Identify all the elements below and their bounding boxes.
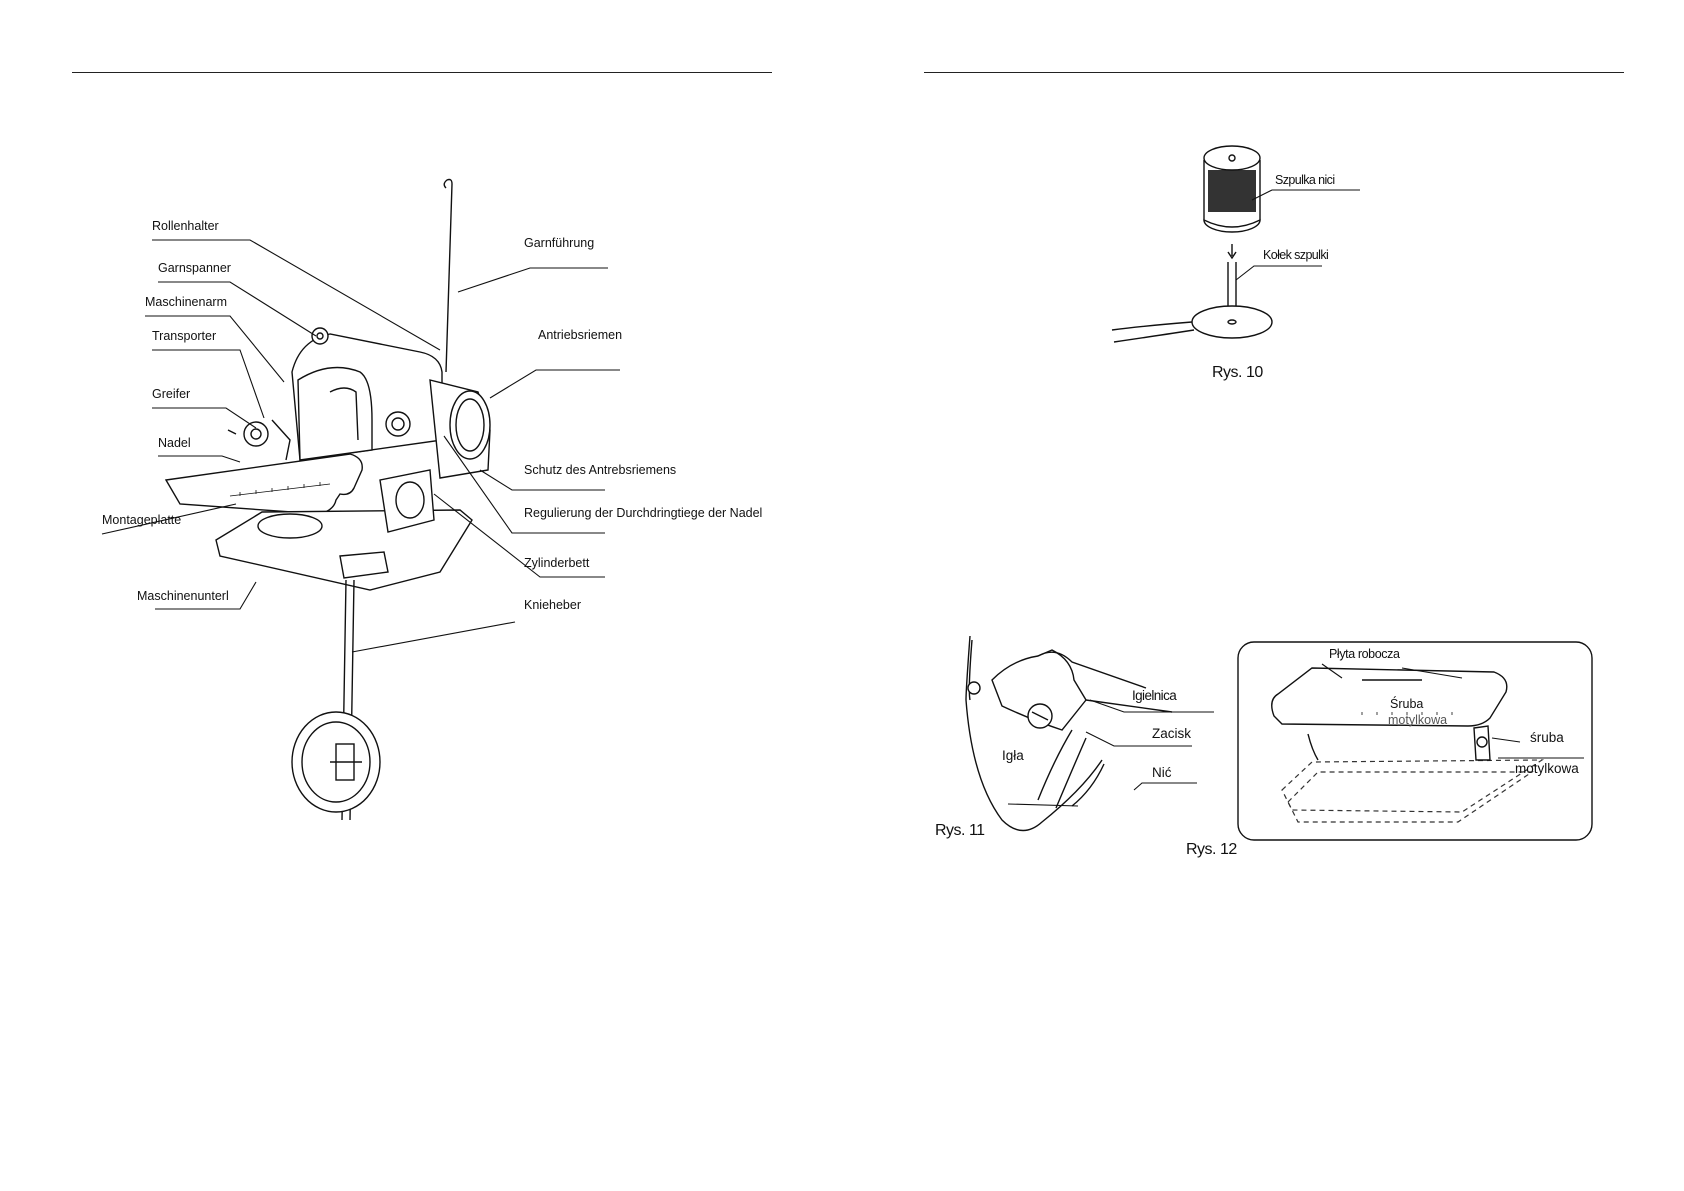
right-page: Szpulka nici Kołek szpulki Rys. 10 Igiel… — [842, 0, 1684, 1191]
label-kolek-szpulki: Kołek szpulki — [1263, 248, 1329, 262]
spool-diagram-fig10 — [1111, 145, 1360, 343]
fig10-leader-lines — [1235, 189, 1360, 281]
leader-lines — [101, 239, 620, 653]
work-plate-diagram-fig12 — [1237, 641, 1593, 841]
left-page: Rollenhalter Garnspanner Maschinenarm Tr… — [72, 72, 772, 821]
fig12-frame — [1237, 641, 1593, 841]
label-nadel: Nadel — [158, 436, 191, 450]
label-rollenhalter: Rollenhalter — [152, 219, 219, 233]
label-sruba-inner-1: Śruba — [1390, 697, 1424, 711]
label-nic: Nić — [1152, 765, 1172, 780]
header-rule-right — [924, 72, 1624, 73]
caption-rys-10: Rys. 10 — [1212, 364, 1263, 381]
label-sruba-inner-2: motylkowa — [1388, 713, 1448, 727]
work-plate-drawing — [1271, 667, 1545, 823]
label-montageplatte: Montageplatte — [102, 513, 182, 527]
label-regulierung: Regulierung der Durchdringtiege der Nade… — [524, 506, 763, 520]
label-garnfuehrung: Garnführung — [524, 236, 595, 250]
label-motylkowa: motylkowa — [1515, 761, 1579, 776]
label-zylinderbett: Zylinderbett — [524, 556, 590, 570]
caption-rys-12: Rys. 12 — [1186, 841, 1237, 858]
label-transporter: Transporter — [152, 329, 217, 343]
label-maschinenarm: Maschinenarm — [145, 295, 227, 309]
label-knieheber: Knieheber — [524, 598, 581, 612]
label-szpulka-nici: Szpulka nici — [1275, 173, 1335, 187]
caption-rys-11: Rys. 11 — [935, 822, 985, 839]
label-igla: Igła — [1002, 748, 1024, 763]
label-zacisk: Zacisk — [1152, 726, 1192, 741]
fig11-leader-lines — [1007, 699, 1214, 807]
sewing-machine-drawing — [164, 178, 491, 821]
label-maschinenunterl: Maschinenunterl — [137, 589, 229, 603]
thread-spool-drawing — [1111, 145, 1273, 343]
header-rule-left — [72, 72, 772, 73]
needle-clamp-drawing — [965, 635, 1173, 832]
label-igielnica: Igielnica — [1132, 688, 1177, 703]
fig12-leader-lines — [1321, 663, 1584, 759]
label-sruba: śruba — [1530, 730, 1564, 745]
sewing-machine-diagram — [101, 178, 620, 821]
label-greifer: Greifer — [152, 387, 191, 401]
needle-diagram-fig11 — [965, 635, 1214, 832]
label-garnspanner: Garnspanner — [158, 261, 231, 275]
label-schutz: Schutz des Antrebsriemens — [524, 463, 677, 477]
label-antriebsriemen: Antriebsriemen — [538, 328, 623, 342]
label-plyta-robocza: Płyta robocza — [1329, 647, 1400, 661]
